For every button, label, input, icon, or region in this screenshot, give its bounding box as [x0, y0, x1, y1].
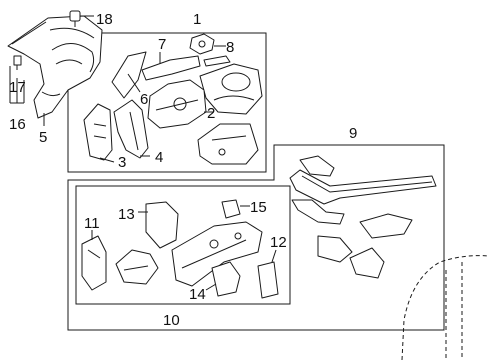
callout-6: 6 [140, 91, 148, 108]
callout-8: 8 [226, 39, 234, 56]
bracket-part-15 [221, 199, 250, 219]
callout-13: 13 [118, 206, 135, 223]
housing-part-2 [147, 79, 214, 129]
rail-part-6 [111, 51, 147, 99]
frame-rail-part-9 [289, 155, 437, 279]
callout-18: 18 [96, 11, 113, 28]
callout-10: 10 [163, 312, 180, 329]
callout-5: 5 [39, 129, 47, 146]
bracket-part-13 [138, 201, 179, 249]
callout-14: 14 [189, 286, 206, 303]
callout-16: 16 [9, 116, 26, 133]
callout-9: 9 [349, 125, 357, 142]
bracket-part-3 [83, 103, 115, 163]
crossmember-part [171, 221, 263, 287]
group-box-10 [75, 185, 291, 305]
callout-3: 3 [118, 154, 126, 171]
leader-lines-left [9, 66, 45, 126]
clip-part-17 [13, 55, 22, 70]
callout-15: 15 [250, 199, 267, 216]
callout-4: 4 [155, 149, 163, 166]
group-box-9 [67, 144, 445, 331]
mount-part [115, 249, 159, 285]
callout-7: 7 [158, 36, 166, 53]
panel-part-4 [113, 99, 150, 159]
plate-part-12 [257, 249, 279, 299]
group-box-1 [67, 32, 267, 173]
bolt-part-18 [69, 10, 94, 27]
callout-2: 2 [207, 105, 215, 122]
bracket-part-14 [205, 261, 241, 297]
fender-outline [401, 255, 489, 360]
callout-11: 11 [84, 215, 100, 232]
callout-17: 17 [9, 79, 26, 96]
bracket-part-11 [81, 230, 107, 291]
bracket-part-8 [189, 33, 226, 55]
callout-12: 12 [270, 234, 287, 251]
panel-lower-right [197, 123, 259, 165]
callout-1: 1 [193, 11, 201, 28]
strut-tower-part [199, 55, 263, 115]
bracket-part-7 [141, 52, 201, 81]
wheelhouse-apron-part [7, 15, 103, 119]
